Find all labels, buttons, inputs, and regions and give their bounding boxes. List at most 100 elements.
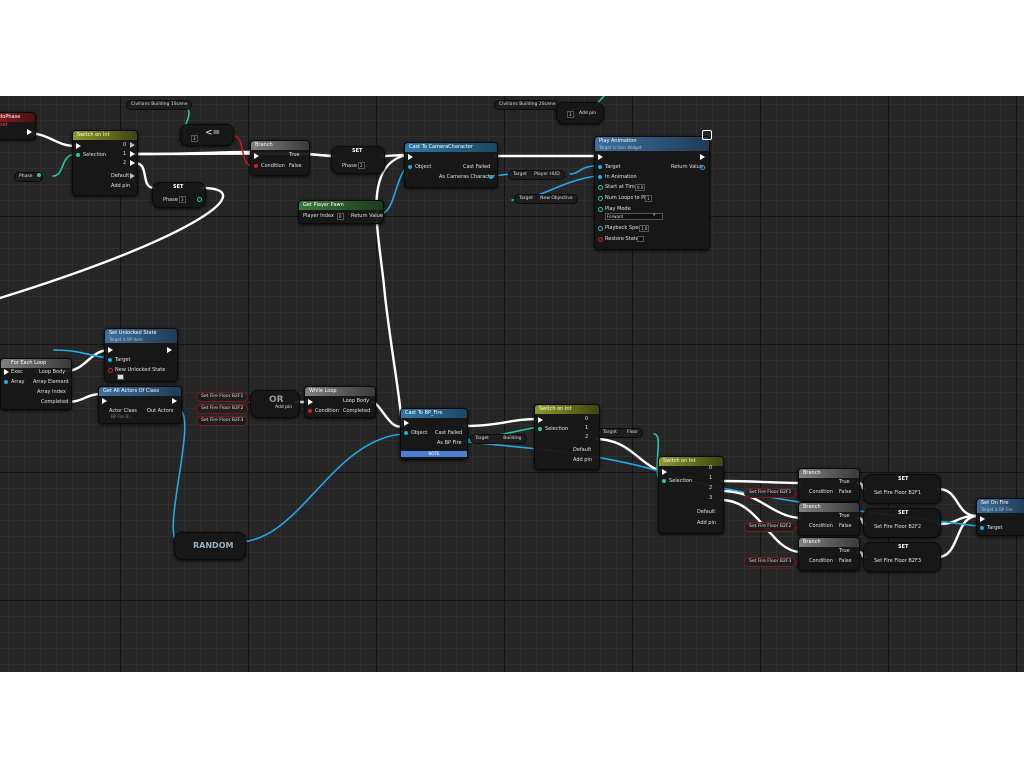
exec-in-pin[interactable] (598, 154, 603, 160)
random-node[interactable]: RANDOM (174, 532, 246, 560)
set-on-fire[interactable]: Set On Fire Target is BP Fire Target (976, 498, 1024, 536)
switch-on-int-1[interactable]: Switch on Int Selection 0 1 2 Default Ad… (72, 130, 138, 196)
set-phase-1[interactable]: SET Phase 3 (152, 182, 206, 208)
compare-node[interactable]: 3 <= (180, 124, 234, 146)
exec-in-pin[interactable] (308, 399, 313, 405)
player-hud-variable[interactable]: Target Player HUD (508, 170, 565, 180)
add-pin-node[interactable]: 3 Add pin (556, 102, 604, 124)
phase-variable[interactable]: Phase (14, 172, 43, 182)
selection-pin[interactable] (76, 153, 80, 157)
fire-floor-var-3[interactable]: Set Fire Floor B2F3 (196, 416, 249, 426)
actor-class-value[interactable]: BP Fire B... (111, 414, 133, 419)
set-unlocked-state[interactable]: Set Unlocked State Target is BP Item Tar… (104, 328, 178, 382)
num-loops-pin[interactable] (598, 196, 603, 201)
branch-input-3[interactable]: Set Fire Floor B2F3 (744, 557, 797, 567)
or-node[interactable]: OR Add pin (250, 390, 300, 418)
exec-out-default[interactable] (130, 173, 135, 179)
exec-in-pin[interactable] (662, 469, 667, 475)
exec-out-0[interactable] (130, 142, 135, 148)
switch-on-int-3[interactable]: Switch on Int Selection 0 1 2 3 Default … (658, 456, 724, 534)
blueprint-graph-canvas[interactable]: ceIoPhase reset Civilians Building 1Scen… (0, 96, 1024, 672)
play-mode-pin[interactable] (598, 207, 603, 212)
play-anim-start-value[interactable]: 0.0 (635, 184, 646, 191)
exec-in-pin[interactable] (538, 417, 543, 423)
switch-3-add-pin[interactable]: Add pin (697, 520, 717, 526)
player-index-value[interactable]: 0 (337, 213, 344, 220)
new-objective-variable[interactable]: Target New Objective (514, 194, 578, 204)
playback-speed-pin[interactable] (598, 226, 603, 231)
set-fire-floor-3[interactable]: SET Set Fire Floor B2F3 (863, 542, 941, 572)
set-fire-floor-2[interactable]: SET Set Fire Floor B2F2 (863, 508, 941, 538)
exec-in-pin[interactable] (254, 153, 259, 159)
get-building-2[interactable]: Civilians Building 2Scene (494, 100, 561, 110)
restore-state-pin[interactable] (598, 237, 603, 242)
cast-to-camera-character[interactable]: Cast To CameraCharacter Object Cast Fail… (404, 142, 498, 188)
target-pin[interactable] (980, 526, 984, 530)
switch-on-int-2[interactable]: Switch on Int Selection 0 1 2 Default Ad… (534, 404, 600, 470)
exec-out-pin[interactable] (167, 347, 172, 353)
as-camera-pin[interactable] (489, 175, 493, 179)
while-loop[interactable]: While Loop Condition Loop Body Completed (304, 386, 376, 418)
branch-input-1[interactable]: Set Fire Floor B2F1 (744, 488, 797, 498)
exec-out-pin[interactable] (172, 398, 177, 404)
fire-floor-var-2[interactable]: Set Fire Floor B2F2 (196, 404, 249, 414)
branch-input-2[interactable]: Set Fire Floor B2F2 (744, 522, 797, 532)
for-each-loop[interactable]: For Each Loop Exec Array Loop Body Array… (0, 358, 72, 410)
condition-pin[interactable] (308, 409, 312, 413)
add-pin-label[interactable]: Add pin (579, 111, 597, 116)
play-animation[interactable]: Play Animation Target is User Widget Tar… (594, 136, 710, 250)
object-pin[interactable] (408, 165, 412, 169)
play-anim-loops-value[interactable]: 1 (645, 195, 652, 202)
exec-in-pin[interactable] (404, 420, 409, 426)
play-mode-dropdown[interactable]: Forward (605, 213, 663, 220)
cast-to-bp-fire[interactable]: Cast To BP_Fire Object Cast Failed As BP… (400, 408, 468, 460)
compare-value[interactable]: 3 (191, 135, 198, 142)
fire-floor-var-1[interactable]: Set Fire Floor B2F1 (196, 392, 249, 402)
exec-out-1[interactable] (130, 151, 135, 157)
new-state-pin[interactable] (108, 368, 113, 373)
branch-4-false: False (839, 558, 852, 564)
exec-in-pin[interactable] (108, 347, 113, 353)
floor-variable[interactable]: Target Floor (598, 428, 644, 438)
get-building-1[interactable]: Civilians Building 1Scene (126, 100, 193, 110)
restore-state-checkbox[interactable] (637, 236, 644, 242)
exec-out-pin[interactable] (27, 129, 32, 135)
exec-in-pin[interactable] (408, 154, 413, 160)
set-phase-2[interactable]: SET Phase 2 (331, 146, 385, 174)
exec-out-2[interactable] (130, 160, 135, 166)
truncated-node[interactable]: ceIoPhase reset (0, 112, 36, 140)
target-pin[interactable] (108, 358, 112, 362)
get-player-pawn[interactable]: Get Player Pawn Player Index 0 Return Va… (298, 200, 384, 224)
branch-4[interactable]: Branch Condition True False (798, 537, 860, 571)
in-animation-pin[interactable] (598, 175, 602, 179)
exec-in-pin[interactable] (980, 516, 985, 522)
set-1-value[interactable]: 3 (179, 196, 186, 203)
return-pin[interactable] (700, 165, 705, 170)
branch-3[interactable]: Branch Condition True False (798, 502, 860, 536)
branch-2[interactable]: Branch Condition True False (798, 468, 860, 502)
switch-1-add-pin[interactable]: Add pin (111, 183, 131, 189)
branch-1[interactable]: Branch Condition True False (250, 140, 310, 176)
set-fire-floor-1[interactable]: SET Set Fire Floor B2F1 (863, 474, 941, 504)
phase-out-pin[interactable] (36, 173, 41, 177)
condition-pin[interactable] (254, 164, 258, 168)
exec-in-pin[interactable] (76, 143, 81, 149)
exec-in-pin[interactable] (4, 369, 9, 375)
target-pin[interactable] (598, 165, 602, 169)
play-anim-speed-value[interactable]: 1.0 (639, 225, 650, 232)
switch-2-add-pin[interactable]: Add pin (573, 457, 593, 463)
selection-pin[interactable] (538, 427, 542, 431)
set-1-out-pin[interactable] (197, 197, 202, 202)
array-pin[interactable] (4, 380, 8, 384)
new-state-checkbox[interactable] (117, 374, 124, 380)
exec-in-pin[interactable] (102, 398, 107, 404)
get-all-actors-of-class[interactable]: Get All Actors Of Class Actor Class BP F… (98, 386, 182, 424)
add-pin-value[interactable]: 3 (567, 111, 574, 118)
selection-pin[interactable] (662, 479, 666, 483)
exec-out-pin[interactable] (700, 154, 705, 160)
set-2-value[interactable]: 2 (358, 162, 365, 169)
object-pin[interactable] (404, 431, 408, 435)
or-add-pin[interactable]: Add pin (275, 405, 293, 410)
start-time-pin[interactable] (598, 185, 603, 190)
building-variable[interactable]: Target Building (470, 434, 527, 444)
